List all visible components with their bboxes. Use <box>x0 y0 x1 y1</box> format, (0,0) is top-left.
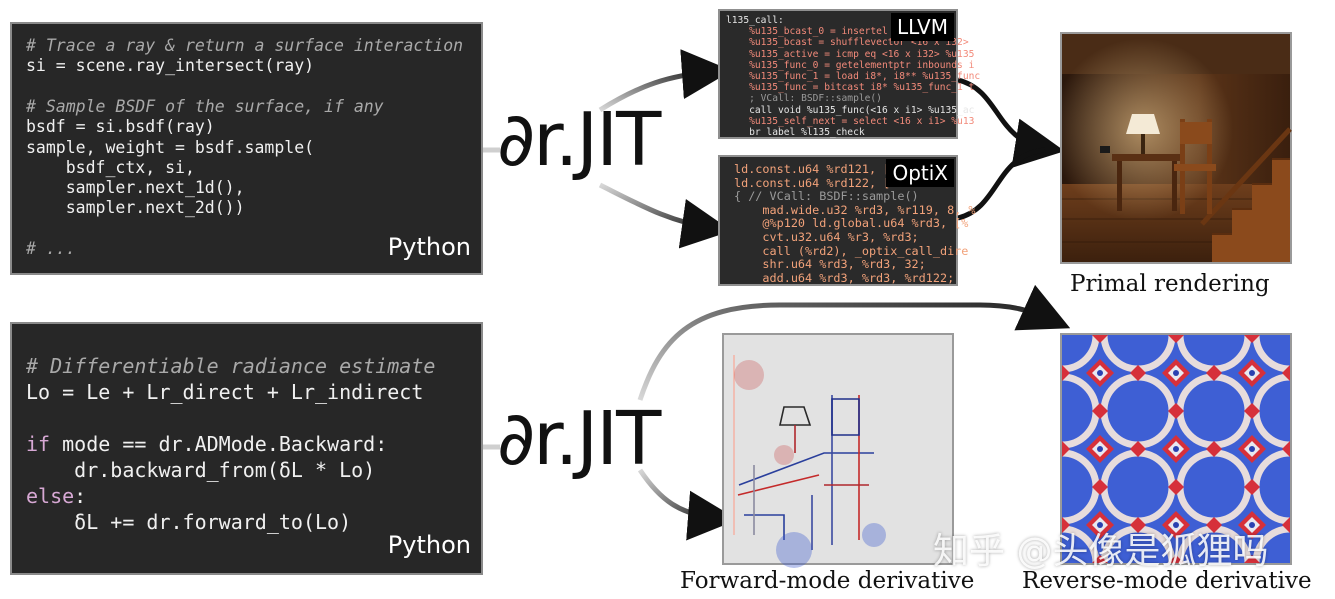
watermark-text: 知乎 @头像是狐狸吗 <box>933 531 1269 572</box>
code-line: sampler.next_2d()) <box>26 198 245 218</box>
ir-line: ; VCall: BSDF::sample() <box>726 93 882 105</box>
ir-line: %u135_bcast = shufflevector <16 x i32> <box>726 37 969 49</box>
code-line: # Trace a ray & return a surface interac… <box>26 36 464 55</box>
llvm-to-primal-arrow <box>957 77 1065 168</box>
code-line: δL += dr.forward_to(Lo) <box>26 510 352 534</box>
code-line: # Differentiable radiance estimate <box>26 354 436 378</box>
forward-mode-derivative-caption: Forward-mode derivative <box>680 568 975 594</box>
primal-rendering-caption: Primal rendering <box>1070 271 1270 297</box>
code-line: sample, weight = bsdf.sample( <box>26 137 315 157</box>
code-line: dr.backward_from(δL * Lo) <box>26 458 376 482</box>
ir-line: cvt.u32.u64 %r3, %rd3; <box>734 230 919 244</box>
llvm-tag: LLVM <box>890 13 954 41</box>
llvm-ir-panel: l135_call: %u135_bcast_0 = insertel %u13… <box>718 9 980 139</box>
code-line: else: <box>26 484 87 508</box>
optix-to-primal-arrow <box>957 147 1046 221</box>
drjit-logo-bottom: ∂r.JIT <box>497 396 661 482</box>
code-line: if mode == dr.ADMode.Backward: <box>26 432 388 456</box>
code-line: si = scene.ray_intersect(ray) <box>26 56 315 76</box>
ir-line: %u135_self_next = select <16 x i1> %u13 <box>726 115 975 127</box>
reverse-mode-derivative-caption: Reverse-mode derivative <box>1022 568 1312 594</box>
ir-line: br label %l135_check <box>726 127 865 138</box>
code-line: bsdf_ctx, si, <box>26 157 195 177</box>
optix-tag: OptiX <box>886 159 954 187</box>
top-code-language-label: Python <box>387 233 471 261</box>
code-line: # Sample BSDF of the surface, if any <box>26 96 384 116</box>
ir-line: %u135_func = bitcast i8* %u135_func_1 t <box>726 82 975 94</box>
ir-line: l135_call: <box>726 15 784 26</box>
ir-line: call (%rd2), _optix_call_dire <box>734 243 969 258</box>
bottom-code-language-label: Python <box>387 531 471 559</box>
ir-line: %u135_func_0 = getelementptr inbounds i <box>726 59 975 71</box>
top-python-code-panel: # Trace a ray & return a surface interac… <box>10 22 483 275</box>
logo-to-forward-arrow <box>637 468 738 541</box>
ir-line: add.u64 %rd3, %rd3, %rd122; <box>734 270 955 285</box>
drjit-logo-top: ∂r.JIT <box>497 97 661 183</box>
code-line: Lo = Le + Lr_direct + Lr_indirect <box>26 380 424 404</box>
ir-line: %u135_active = icmp eq <16 x i32> %u135 <box>726 48 975 60</box>
reverse-mode-derivative-image <box>1060 333 1292 565</box>
primal-rendering-image <box>1060 32 1292 264</box>
ir-line: { // VCall: BSDF::sample() <box>734 189 919 204</box>
ir-line: %u135_func_1 = load i8*, i8** %u135_func <box>726 71 981 82</box>
ir-line: %u135_bcast_0 = insertel <box>726 26 888 38</box>
logo-to-optix-arrow <box>598 182 732 249</box>
ir-line: call void %u135_func(<16 x i1> %u135_ac <box>726 104 975 116</box>
code-line: bsdf = si.bsdf(ray) <box>26 117 215 137</box>
code-line: sampler.next_1d(), <box>26 178 245 198</box>
ir-line: @%p120 ld.global.u64 %rd3, [% <box>734 216 969 231</box>
ir-line: ld.const.u64 %rd121, [ <box>734 162 891 176</box>
ir-line: shr.u64 %rd3, %rd3, 32; <box>734 257 926 272</box>
logo-to-llvm-arrow <box>598 49 732 113</box>
code-line: # ... <box>26 239 76 258</box>
ir-line: ld.const.u64 %rd122, [ <box>734 175 891 190</box>
logo-to-reverse-arrow <box>637 284 1071 401</box>
forward-mode-derivative-image <box>722 333 954 568</box>
optix-ptx-panel: ld.const.u64 %rd121, [ld.const.u64 %rd12… <box>718 155 975 286</box>
ir-line: mad.wide.u32 %rd3, %r119, 8, % <box>734 202 976 217</box>
